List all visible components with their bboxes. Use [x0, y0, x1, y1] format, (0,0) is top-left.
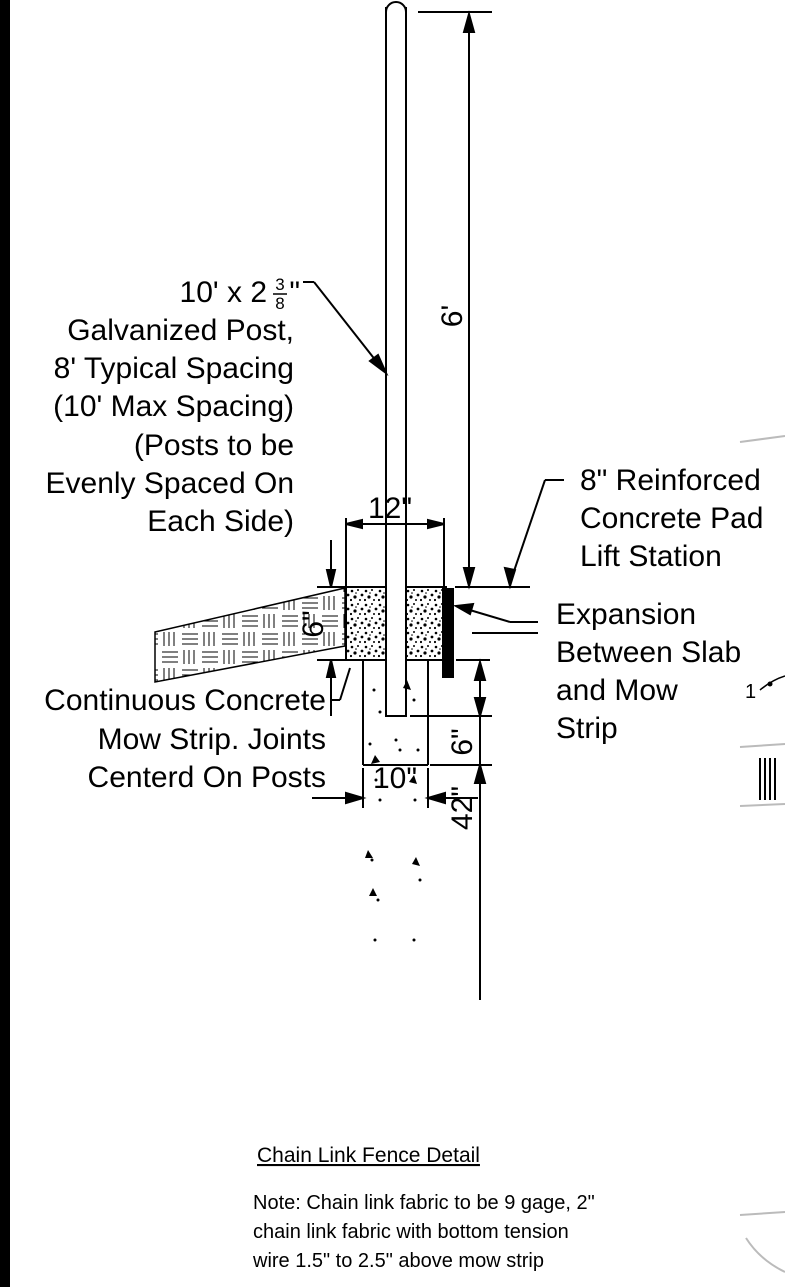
expansion-label-line2: Between Slab: [556, 636, 741, 669]
post-cap: [385, 1, 407, 13]
dim-footing-width-text: 10": [373, 762, 417, 795]
post: [385, 7, 407, 717]
mow-strip-label-line1: Continuous Concrete: [44, 684, 326, 717]
drawing-title: Chain Link Fence Detail: [257, 1144, 480, 1167]
post-label-line6: Evenly Spaced On: [46, 467, 294, 500]
expansion-label-line4: Strip: [556, 712, 618, 745]
note-line3: wire 1.5" to 2.5" above mow strip: [252, 1250, 544, 1272]
dim-footing-depth-text: 42": [446, 786, 479, 830]
mow-strip-label-line2: Mow Strip. Joints: [98, 723, 326, 756]
dim-mow-strip-width: [345, 518, 445, 586]
post-label-line1-prefix: 10' x 2: [180, 276, 267, 309]
pad-label-line3: Lift Station: [580, 540, 722, 573]
footing-aggregate: [365, 680, 422, 942]
post-label-frac-den: 8: [275, 294, 284, 313]
sheet-border-left: [0, 0, 10, 1287]
mow-strip-label-line3: Centerd On Posts: [88, 761, 326, 794]
dim-footing-depth: [456, 658, 490, 716]
dim-post-height: [418, 10, 530, 590]
expansion-label-line3: and Mow: [556, 674, 678, 707]
expansion-label: Expansion Between Slab and Mow Strip: [556, 598, 741, 745]
adjacent-sheet-fragments: [739, 435, 785, 1273]
note-line1: Note: Chain link fabric to be 9 gage, 2": [253, 1192, 595, 1214]
dim-below-post-text: 6": [446, 728, 479, 755]
post-label: 10' x 2 3 8 " Galvanized Post, 8' Typica…: [46, 275, 300, 538]
expansion-joint: [442, 588, 454, 678]
adjacent-sheet-mark: 1: [745, 681, 756, 703]
dim-below-post: [410, 697, 492, 840]
post-label-line3: 8' Typical Spacing: [54, 352, 294, 385]
post-label-line7: Each Side): [147, 505, 294, 538]
dim-mow-strip-depth-text: 6": [297, 610, 330, 637]
pad-label: 8" Reinforced Concrete Pad Lift Station: [580, 464, 763, 573]
leader-post: [303, 281, 389, 377]
leader-expansion: [452, 602, 538, 634]
note-line2: chain link fabric with bottom tension: [253, 1221, 569, 1243]
drawing-note: Note: Chain link fabric to be 9 gage, 2"…: [252, 1192, 595, 1272]
leader-pad: [503, 479, 564, 590]
expansion-label-line1: Expansion: [556, 598, 696, 631]
mow-strip-label: Continuous Concrete Mow Strip. Joints Ce…: [44, 684, 326, 794]
pad-label-line2: Concrete Pad: [580, 502, 763, 535]
concrete-footing: [362, 660, 429, 766]
post-label-frac-num: 3: [275, 275, 284, 294]
leader-mow-strip: [330, 667, 351, 701]
dim-mow-strip-depth: [317, 540, 346, 716]
pad-label-line1: 8" Reinforced: [580, 464, 761, 497]
post-label-line1-suffix: ": [289, 276, 300, 309]
dim-footing-width: [312, 768, 478, 808]
dim-mow-strip-width-text: 12": [368, 492, 412, 525]
mow-strip-left: [345, 586, 387, 661]
post-label-line4: (10' Max Spacing): [53, 390, 294, 423]
mow-strip-right: [405, 586, 447, 661]
post-label-line5: (Posts to be: [134, 429, 294, 462]
dim-post-height-text: 6': [436, 305, 469, 327]
post-label-line2: Galvanized Post,: [67, 314, 294, 347]
